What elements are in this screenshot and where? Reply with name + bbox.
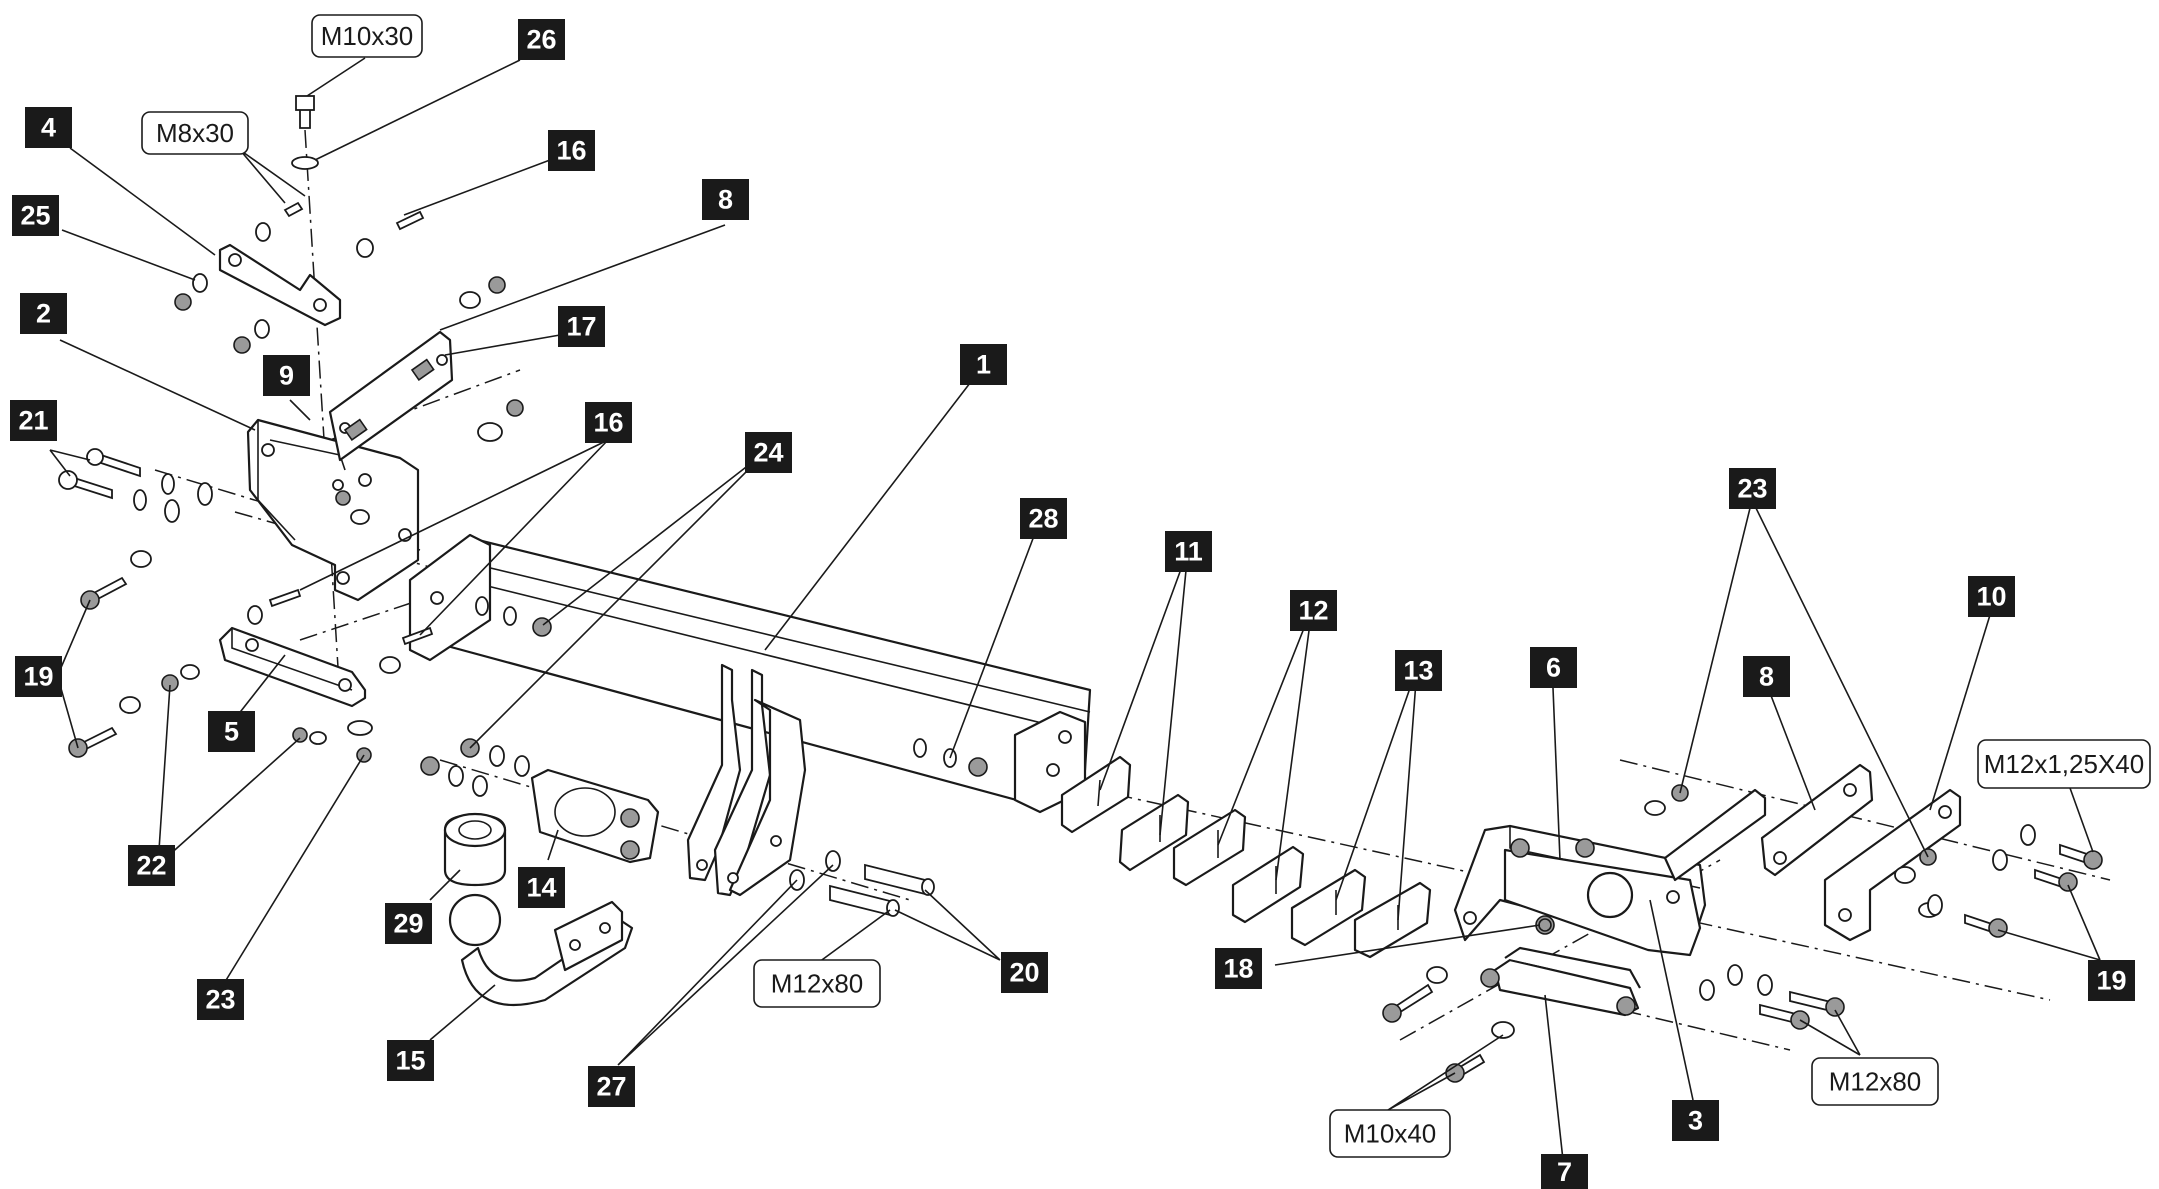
callout-15: 15 <box>387 1040 434 1081</box>
spec-labels: M10x30 M8x30 M12x1,25X40 M12x80 M12x80 M… <box>141 14 2151 1158</box>
svg-text:17: 17 <box>566 312 596 342</box>
svg-text:16: 16 <box>556 136 586 166</box>
svg-text:19: 19 <box>2096 966 2126 996</box>
svg-text:M12x80: M12x80 <box>771 969 864 999</box>
svg-text:22: 22 <box>136 851 166 881</box>
svg-text:27: 27 <box>596 1072 626 1102</box>
callout-19: 19 <box>2088 960 2135 1001</box>
spec-label-m10x40: M10x40 <box>1329 1109 1451 1158</box>
spec-label-m12x80-left: M12x80 <box>753 959 881 1008</box>
svg-text:1: 1 <box>976 350 991 380</box>
callout-23: 23 <box>1729 468 1776 509</box>
callout-7: 7 <box>1541 1154 1588 1189</box>
svg-text:4: 4 <box>41 113 56 143</box>
svg-text:M10x30: M10x30 <box>321 21 414 51</box>
callout-3: 3 <box>1672 1100 1719 1141</box>
callout-18: 18 <box>1215 948 1262 989</box>
svg-text:24: 24 <box>753 438 783 468</box>
svg-text:M8x30: M8x30 <box>156 118 234 148</box>
svg-text:7: 7 <box>1557 1157 1572 1187</box>
callout-11: 11 <box>1165 531 1212 572</box>
towball-cap <box>443 812 507 887</box>
svg-text:13: 13 <box>1403 656 1433 686</box>
spec-label-m12x1-25x40: M12x1,25X40 <box>1977 739 2151 789</box>
lower-left-bracket <box>218 626 367 708</box>
callout-6: 6 <box>1530 647 1577 688</box>
callout-4: 4 <box>25 107 72 148</box>
left-side-bracket <box>246 418 420 602</box>
callout-29: 29 <box>385 903 432 944</box>
callout-27: 27 <box>588 1066 635 1107</box>
callout-8: 8 <box>1743 656 1790 697</box>
top-mounting-bracket <box>218 243 342 327</box>
svg-text:8: 8 <box>1759 662 1774 692</box>
svg-text:18: 18 <box>1223 954 1253 984</box>
callout-8: 8 <box>702 179 749 220</box>
lower-right-bracket <box>1480 946 1641 1017</box>
callout-12: 12 <box>1290 590 1337 631</box>
callout-24: 24 <box>745 432 792 473</box>
callout-21: 21 <box>10 400 57 441</box>
callout-17: 17 <box>558 306 605 347</box>
svg-text:16: 16 <box>593 408 623 438</box>
svg-text:11: 11 <box>1174 537 1203 567</box>
svg-text:23: 23 <box>1737 474 1767 504</box>
callout-5: 5 <box>208 711 255 752</box>
callout-1: 1 <box>960 344 1007 385</box>
svg-text:2: 2 <box>36 299 51 329</box>
svg-text:26: 26 <box>526 25 556 55</box>
svg-text:29: 29 <box>393 909 423 939</box>
callout-16: 16 <box>548 130 595 171</box>
callout-28: 28 <box>1020 498 1067 539</box>
left-fasteners <box>58 95 524 763</box>
vertical-brackets <box>686 663 841 897</box>
right-side-bracket <box>1453 824 1707 957</box>
svg-text:28: 28 <box>1028 504 1058 534</box>
callouts: 26 4 16 8 25 17 2 9 1 21 16 24 23 28 11 … <box>10 19 2135 1189</box>
callout-20: 20 <box>1001 952 1048 993</box>
socket-plate <box>420 738 660 864</box>
callout-19: 19 <box>15 656 62 697</box>
svg-text:5: 5 <box>224 717 239 747</box>
svg-text:6: 6 <box>1546 653 1561 683</box>
spacer-tubes <box>829 863 935 917</box>
tow-ball-arm <box>448 893 634 1007</box>
spec-label-m12x80-right: M12x80 <box>1811 1057 1939 1106</box>
callout-26: 26 <box>518 19 565 60</box>
svg-text:20: 20 <box>1009 958 1039 988</box>
svg-text:12: 12 <box>1298 596 1328 626</box>
callout-25: 25 <box>12 195 59 236</box>
callout-16: 16 <box>585 402 632 443</box>
svg-text:M12x80: M12x80 <box>1829 1067 1922 1097</box>
callout-9: 9 <box>263 355 310 396</box>
svg-text:21: 21 <box>18 406 48 436</box>
svg-text:M10x40: M10x40 <box>1344 1119 1437 1149</box>
svg-text:9: 9 <box>279 361 294 391</box>
spec-label-m10x30: M10x30 <box>311 14 423 58</box>
svg-text:25: 25 <box>20 201 50 231</box>
callout-10: 10 <box>1968 576 2015 617</box>
callout-22: 22 <box>128 845 175 886</box>
right-plates <box>1663 763 1962 942</box>
spec-label-m8x30: M8x30 <box>141 111 249 155</box>
main-cross-beam <box>408 533 1092 814</box>
beam-bolts <box>475 596 988 777</box>
svg-text:14: 14 <box>526 873 556 903</box>
small-bracket <box>328 330 454 462</box>
callout-2: 2 <box>20 293 67 334</box>
svg-text:3: 3 <box>1688 1106 1703 1136</box>
svg-text:10: 10 <box>1976 582 2006 612</box>
leader-lines <box>49 57 2101 1161</box>
svg-text:19: 19 <box>23 662 53 692</box>
svg-text:15: 15 <box>395 1046 425 1076</box>
callout-13: 13 <box>1395 650 1442 691</box>
callout-23: 23 <box>197 979 244 1020</box>
svg-text:M12x1,25X40: M12x1,25X40 <box>1984 749 2144 779</box>
svg-text:23: 23 <box>205 985 235 1015</box>
callout-14: 14 <box>518 867 565 908</box>
svg-text:8: 8 <box>718 185 733 215</box>
